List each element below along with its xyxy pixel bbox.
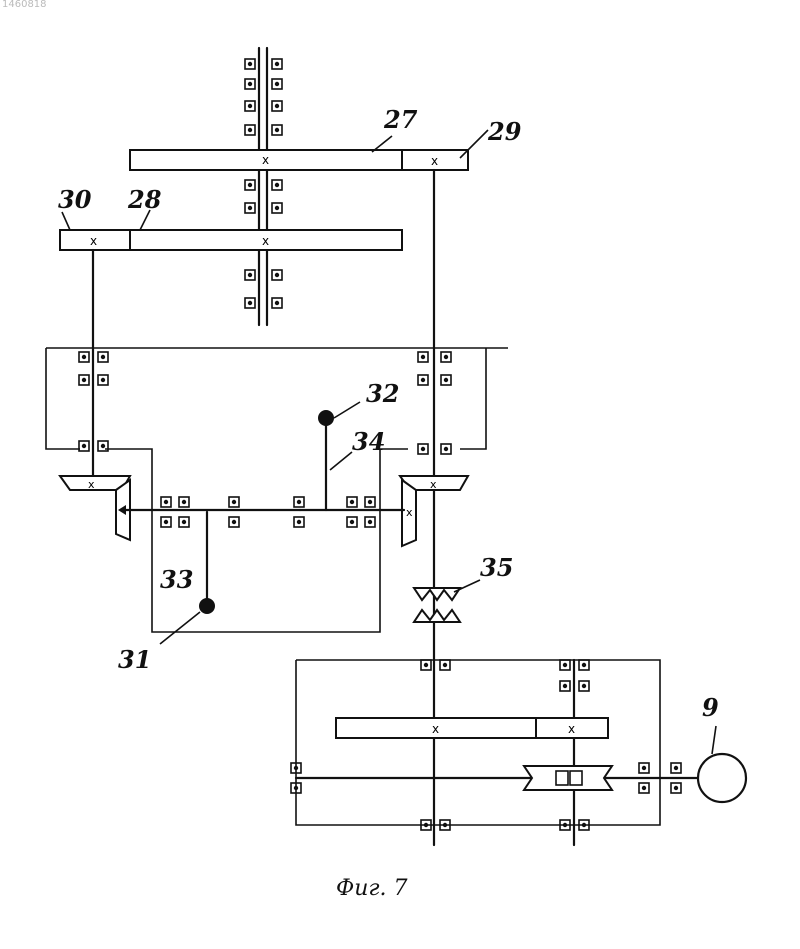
label-35: 35 — [480, 556, 513, 580]
coupling — [524, 766, 612, 790]
label-33: 33 — [160, 568, 193, 592]
label-31: 31 — [118, 648, 151, 672]
label-9: 9 — [702, 696, 719, 720]
svg-text:x: x — [262, 153, 269, 167]
label-30: 30 — [58, 188, 91, 212]
label-28: 28 — [128, 188, 161, 212]
label-29: 29 — [488, 120, 521, 144]
lever-34 — [318, 402, 360, 510]
svg-text:x: x — [406, 506, 413, 519]
gear-30: x — [60, 230, 130, 250]
lower-housing — [296, 660, 660, 845]
svg-text:x: x — [430, 478, 437, 491]
lower-gear-large: x — [336, 718, 536, 738]
svg-text:x: x — [432, 722, 439, 736]
gear-27: x — [130, 150, 402, 170]
svg-text:x: x — [90, 234, 97, 248]
figure-caption: Фиг. 7 — [336, 878, 408, 900]
label-32: 32 — [366, 382, 399, 406]
document-reference: 1460818 — [2, 0, 47, 10]
middle-shaft-bearings — [161, 497, 375, 527]
clutch-35 — [414, 580, 480, 622]
lower-gear-small: x — [536, 718, 608, 738]
svg-text:x: x — [88, 478, 95, 491]
svg-text:x: x — [262, 234, 269, 248]
svg-text:x: x — [568, 722, 575, 736]
left-shaft — [79, 250, 108, 480]
svg-text:x: x — [431, 154, 438, 168]
gear-28: x — [130, 230, 402, 250]
bevel-gear-left: x — [60, 476, 300, 540]
label-27: 27 — [384, 108, 417, 132]
gear-29: x — [402, 150, 468, 170]
top-shaft — [245, 48, 282, 325]
right-shaft — [418, 170, 451, 845]
label-34: 34 — [352, 430, 385, 454]
motor-shaft — [291, 763, 698, 793]
motor-9 — [698, 726, 746, 802]
